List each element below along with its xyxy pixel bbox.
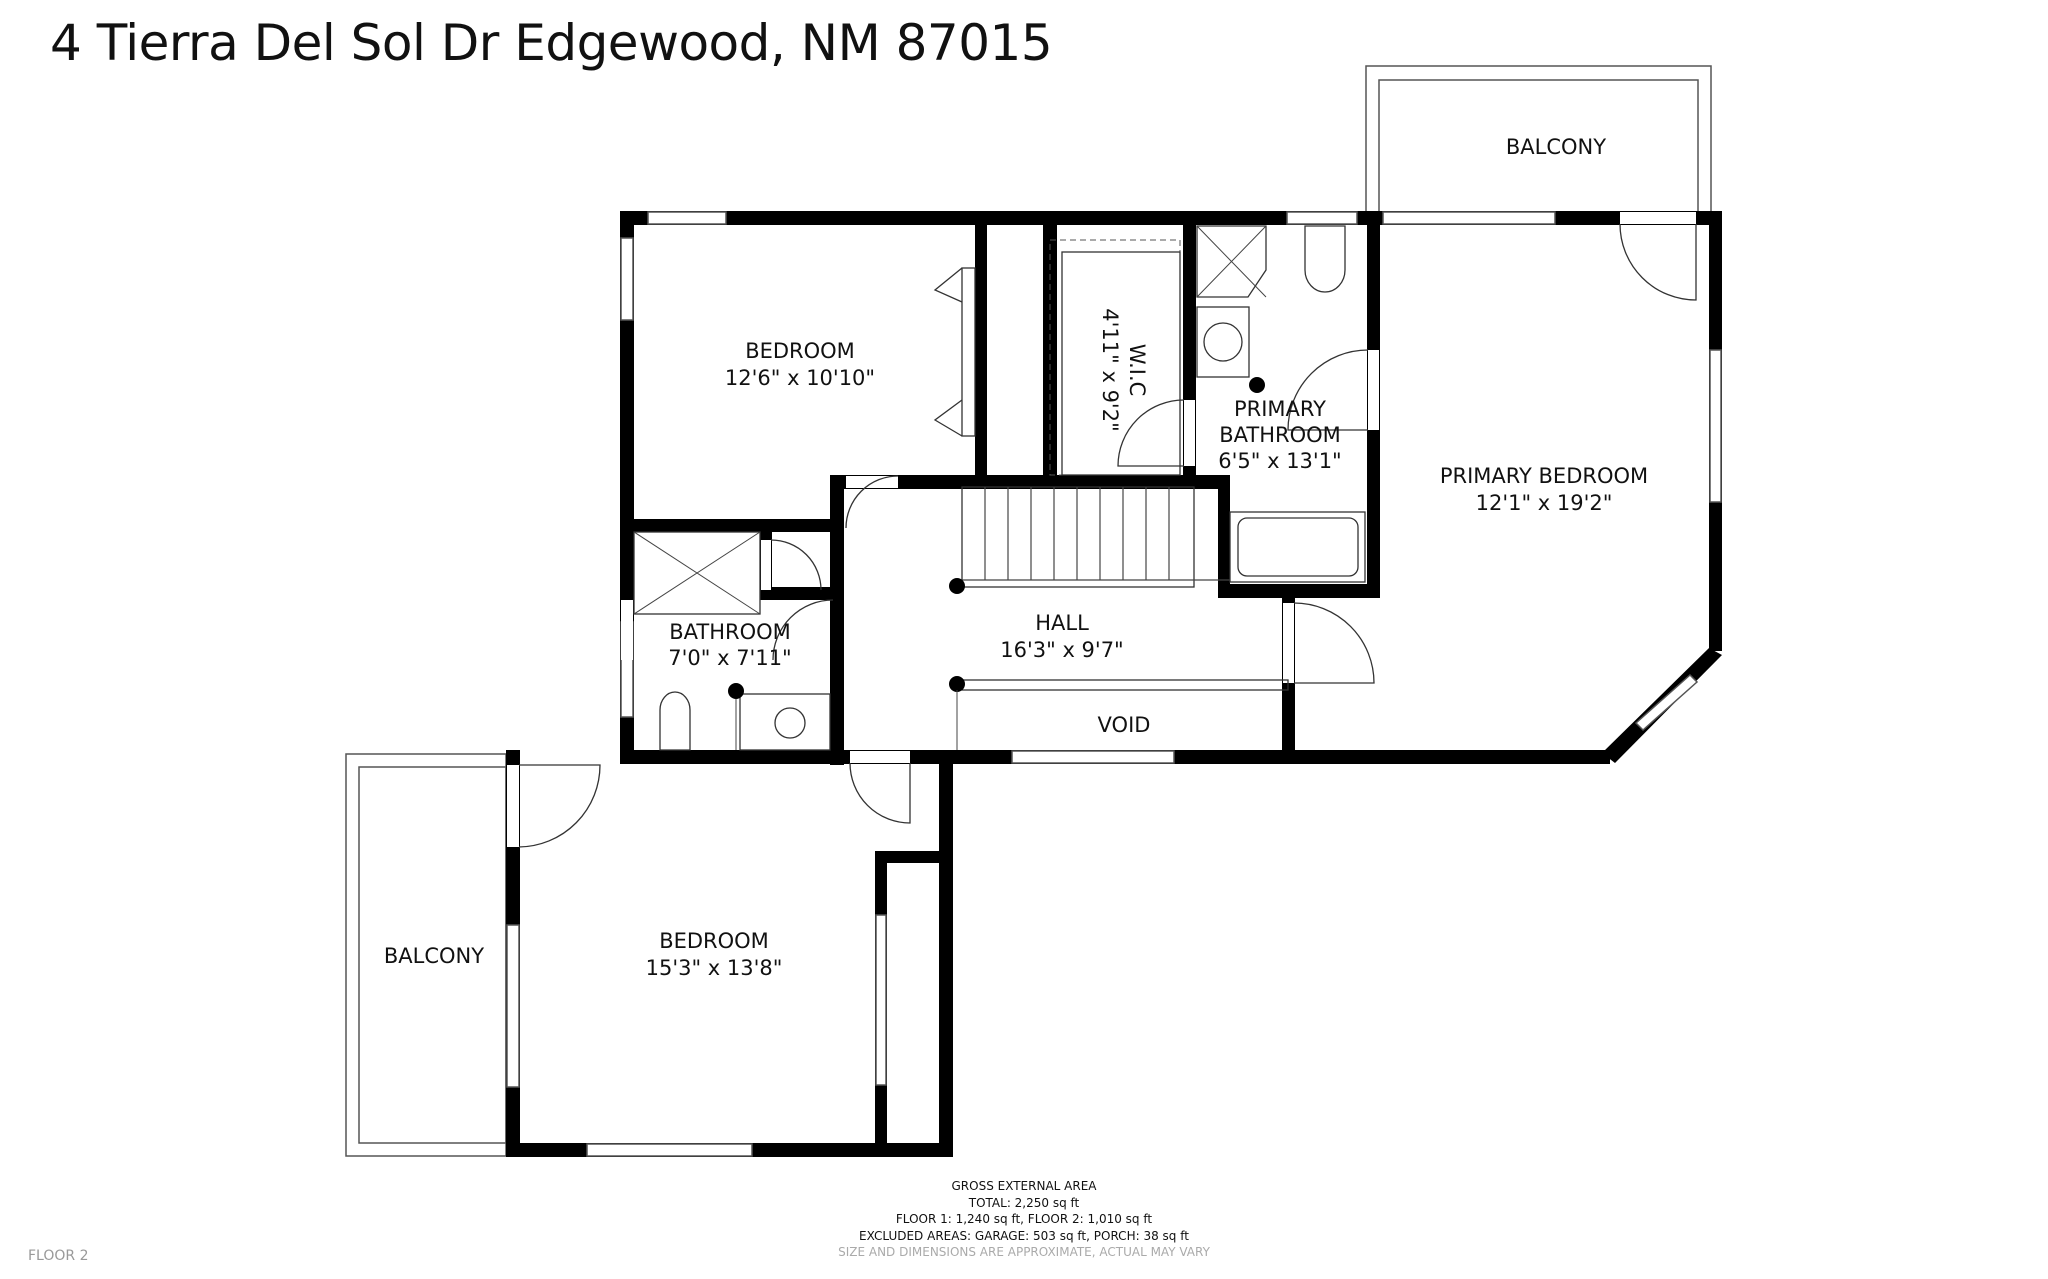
doors xyxy=(507,212,1697,848)
room-primary-bath-line2: BATHROOM xyxy=(1219,423,1341,447)
room-bedroom-top-name: BEDROOM xyxy=(745,339,855,363)
room-bathroom-dims: 7'0" x 7'11" xyxy=(668,646,791,670)
room-hall-name: HALL xyxy=(1035,611,1089,635)
area-summary: GROSS EXTERNAL AREA TOTAL: 2,250 sq ft F… xyxy=(0,1178,2048,1261)
area-floors: FLOOR 1: 1,240 sq ft, FLOOR 2: 1,010 sq … xyxy=(895,1212,1153,1226)
room-bedroom-bottom-dims: 15'3" x 13'8" xyxy=(646,956,783,980)
area-total: TOTAL: 2,250 sq ft xyxy=(968,1195,1080,1210)
room-labels: BEDROOM 12'6" x 10'10" W.I.C 4'11" x 9'2… xyxy=(384,135,1648,980)
room-wic-name: W.I.C xyxy=(1125,344,1149,397)
room-primary-bath-line1: PRIMARY xyxy=(1234,397,1326,421)
room-primary-bedroom-name: PRIMARY BEDROOM xyxy=(1440,464,1648,488)
room-balcony-left-name: BALCONY xyxy=(384,944,484,968)
page-title: 4 Tierra Del Sol Dr Edgewood, NM 87015 xyxy=(50,14,1053,72)
room-void-name: VOID xyxy=(1098,713,1151,737)
windows xyxy=(506,211,1722,1157)
room-bedroom-top-dims: 12'6" x 10'10" xyxy=(725,366,875,390)
area-heading: GROSS EXTERNAL AREA xyxy=(951,1179,1097,1193)
floor-label: FLOOR 2 xyxy=(28,1248,89,1264)
room-primary-bath-dims: 6'5" x 13'1" xyxy=(1218,449,1341,473)
room-bedroom-bottom-name: BEDROOM xyxy=(659,929,769,953)
area-disclaimer: SIZE AND DIMENSIONS ARE APPROXIMATE, ACT… xyxy=(838,1245,1210,1259)
room-primary-bedroom-dims: 12'1" x 19'2" xyxy=(1476,491,1613,515)
fixtures xyxy=(633,225,1366,751)
area-excluded: EXCLUDED AREAS: GARAGE: 503 sq ft, PORCH… xyxy=(859,1228,1189,1243)
room-bathroom-name: BATHROOM xyxy=(669,620,791,644)
room-wic-dims: 4'11" x 9'2" xyxy=(1098,308,1122,431)
room-hall-dims: 16'3" x 9'7" xyxy=(1000,638,1123,662)
room-balcony-top-name: BALCONY xyxy=(1506,135,1606,159)
